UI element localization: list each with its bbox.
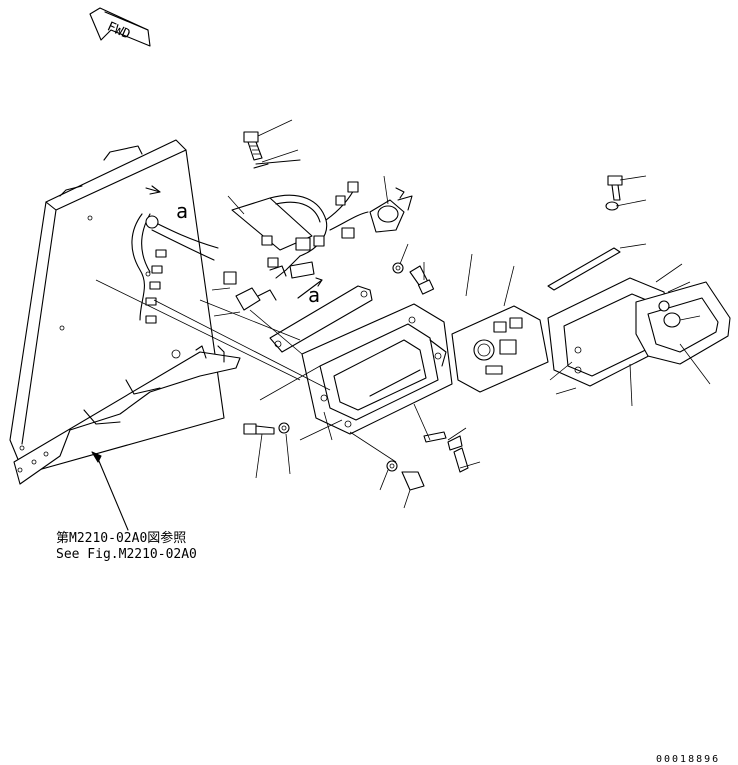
side-panel bbox=[9, 139, 241, 485]
panel-harness bbox=[131, 185, 219, 321]
leader-lines bbox=[211, 119, 711, 509]
mounting-strap bbox=[269, 285, 373, 353]
assembly-lines bbox=[95, 279, 431, 463]
instrument-frame bbox=[301, 303, 453, 435]
reference-text-jp: 第M2210-02A0図参照 bbox=[56, 530, 186, 546]
washer-lower-left bbox=[278, 422, 290, 434]
reference-arrow bbox=[95, 453, 129, 531]
washer-lower bbox=[386, 460, 398, 472]
meter-panel bbox=[451, 305, 549, 393]
callout-a-1: a bbox=[176, 199, 188, 223]
cable-tie-top bbox=[255, 159, 301, 165]
screw-lower bbox=[453, 447, 469, 473]
bolt-lower bbox=[401, 471, 425, 491]
bolt-top bbox=[243, 131, 263, 161]
wiring-harness bbox=[231, 181, 369, 279]
bolt-lower-left bbox=[243, 423, 275, 435]
bolt-mid bbox=[409, 265, 435, 295]
rod bbox=[547, 247, 621, 291]
drawing-number: 00018896 bbox=[656, 754, 720, 765]
fwd-arrow: FWD bbox=[89, 7, 151, 47]
clamp-left bbox=[223, 271, 277, 311]
reference-text-en: See Fig.M2210-02A0 bbox=[56, 547, 197, 562]
clip-lower-2 bbox=[447, 435, 463, 451]
callout-a-arrow bbox=[297, 279, 323, 299]
callout-a-2: a bbox=[308, 283, 320, 307]
key-switch bbox=[369, 187, 413, 233]
bolt-right-top bbox=[607, 175, 623, 201]
washer-1 bbox=[392, 262, 404, 274]
